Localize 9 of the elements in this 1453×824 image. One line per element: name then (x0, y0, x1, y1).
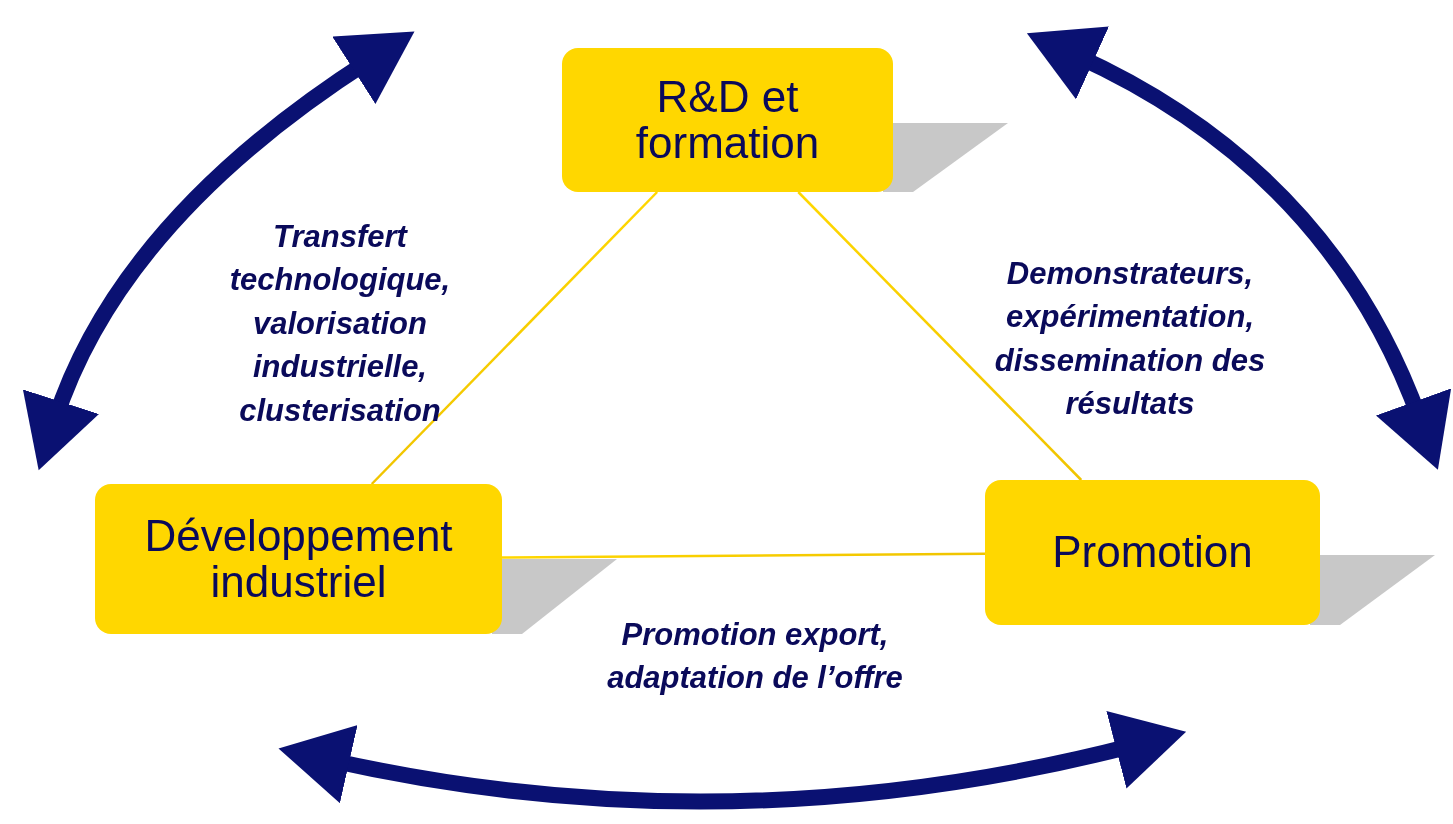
annotation-text: Demonstrateurs, expérimentation, dissemination des résultats (993, 255, 1267, 424)
process-box: Développement industriel (95, 484, 502, 634)
annotation-text: Transfert technologique, valorisation industrielle, clusterisation (228, 218, 452, 430)
connector-line (502, 552, 985, 559)
connector-line (370, 191, 659, 485)
process-box: Promotion (985, 480, 1320, 625)
connector-line (797, 191, 1083, 481)
annotation-text: Promotion export, adaptation de l’offre (606, 616, 904, 698)
process-box: R&D et formation (562, 48, 893, 192)
